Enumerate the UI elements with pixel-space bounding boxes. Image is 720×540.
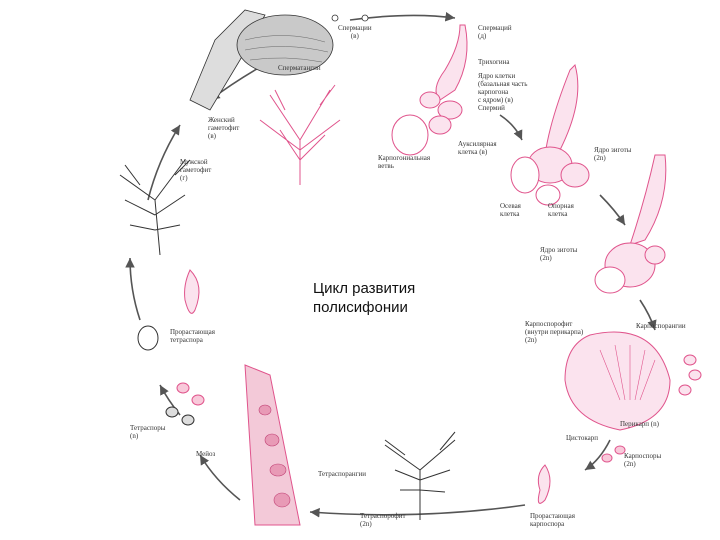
- germinating-carpospore: [538, 465, 550, 503]
- arrow-bottom-left: [200, 455, 240, 500]
- arrow-left-2: [130, 258, 140, 320]
- label-carposporophyte: Карпоспорофит(внутри перикарпа)(2n): [525, 320, 583, 344]
- arrow-right-2: [600, 195, 625, 225]
- cystocarp: [565, 332, 701, 430]
- tetrasporangia-filament: [245, 365, 300, 525]
- title-line-1: Цикл развития: [313, 279, 415, 298]
- label-tetrasporangia: Тетраспорангии: [318, 470, 366, 478]
- diagram-title: Цикл развития полисифонии: [313, 279, 415, 317]
- label-carposporangium: Карпоспорангии: [636, 322, 686, 330]
- label-tetrasporophyte: Тетраспорофит(2n): [360, 512, 406, 528]
- label-spermatium: Спермаций(д): [478, 24, 512, 40]
- arrow-right-1: [500, 115, 522, 140]
- carpogonial-branch: [392, 25, 467, 155]
- label-spermium: Спермий: [478, 104, 505, 112]
- label-zygote-nuclei: Ядро зиготы(2n): [594, 146, 631, 162]
- arrow-bottom: [310, 505, 525, 515]
- female-gametophyte-plant: [260, 85, 340, 185]
- label-cystocarp: Цистокарп: [566, 434, 598, 442]
- label-carpospores: Карпоспоры(2n): [624, 452, 661, 468]
- zygote-stage: [595, 155, 666, 293]
- label-pericarp: Перикарп (n): [620, 420, 659, 428]
- label-spermatangia: Сперматангии: [278, 64, 321, 72]
- label-spermatia: Спермации(в): [338, 24, 372, 40]
- label-zygote-2n: Ядро зиготы(2n): [540, 246, 577, 262]
- title-line-2: полисифонии: [313, 298, 415, 317]
- label-trichogyne: Трихогина: [478, 58, 509, 66]
- tetrasporophyte-plant: [385, 432, 455, 520]
- label-tetraspores: Тетраспоры(n): [130, 424, 165, 440]
- label-meiosis: Мейоз: [196, 450, 215, 458]
